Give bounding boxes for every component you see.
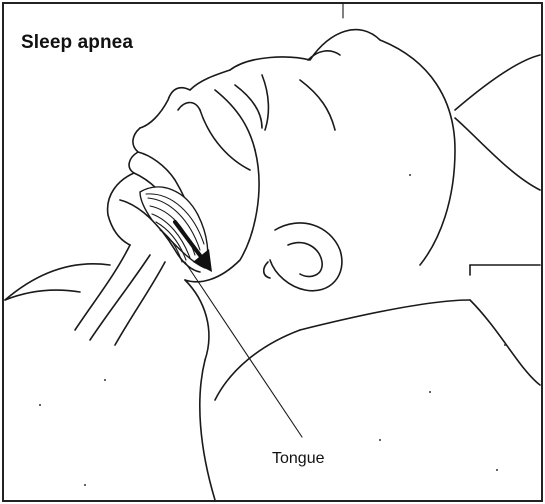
ear xyxy=(264,223,342,291)
figure-title: Sleep apnea xyxy=(21,32,133,54)
figure-border xyxy=(3,3,542,501)
head xyxy=(108,30,455,282)
callout-leader-line xyxy=(185,262,302,437)
neck xyxy=(75,245,300,500)
tongue-label: Tongue xyxy=(272,450,325,468)
pillow xyxy=(5,55,540,385)
